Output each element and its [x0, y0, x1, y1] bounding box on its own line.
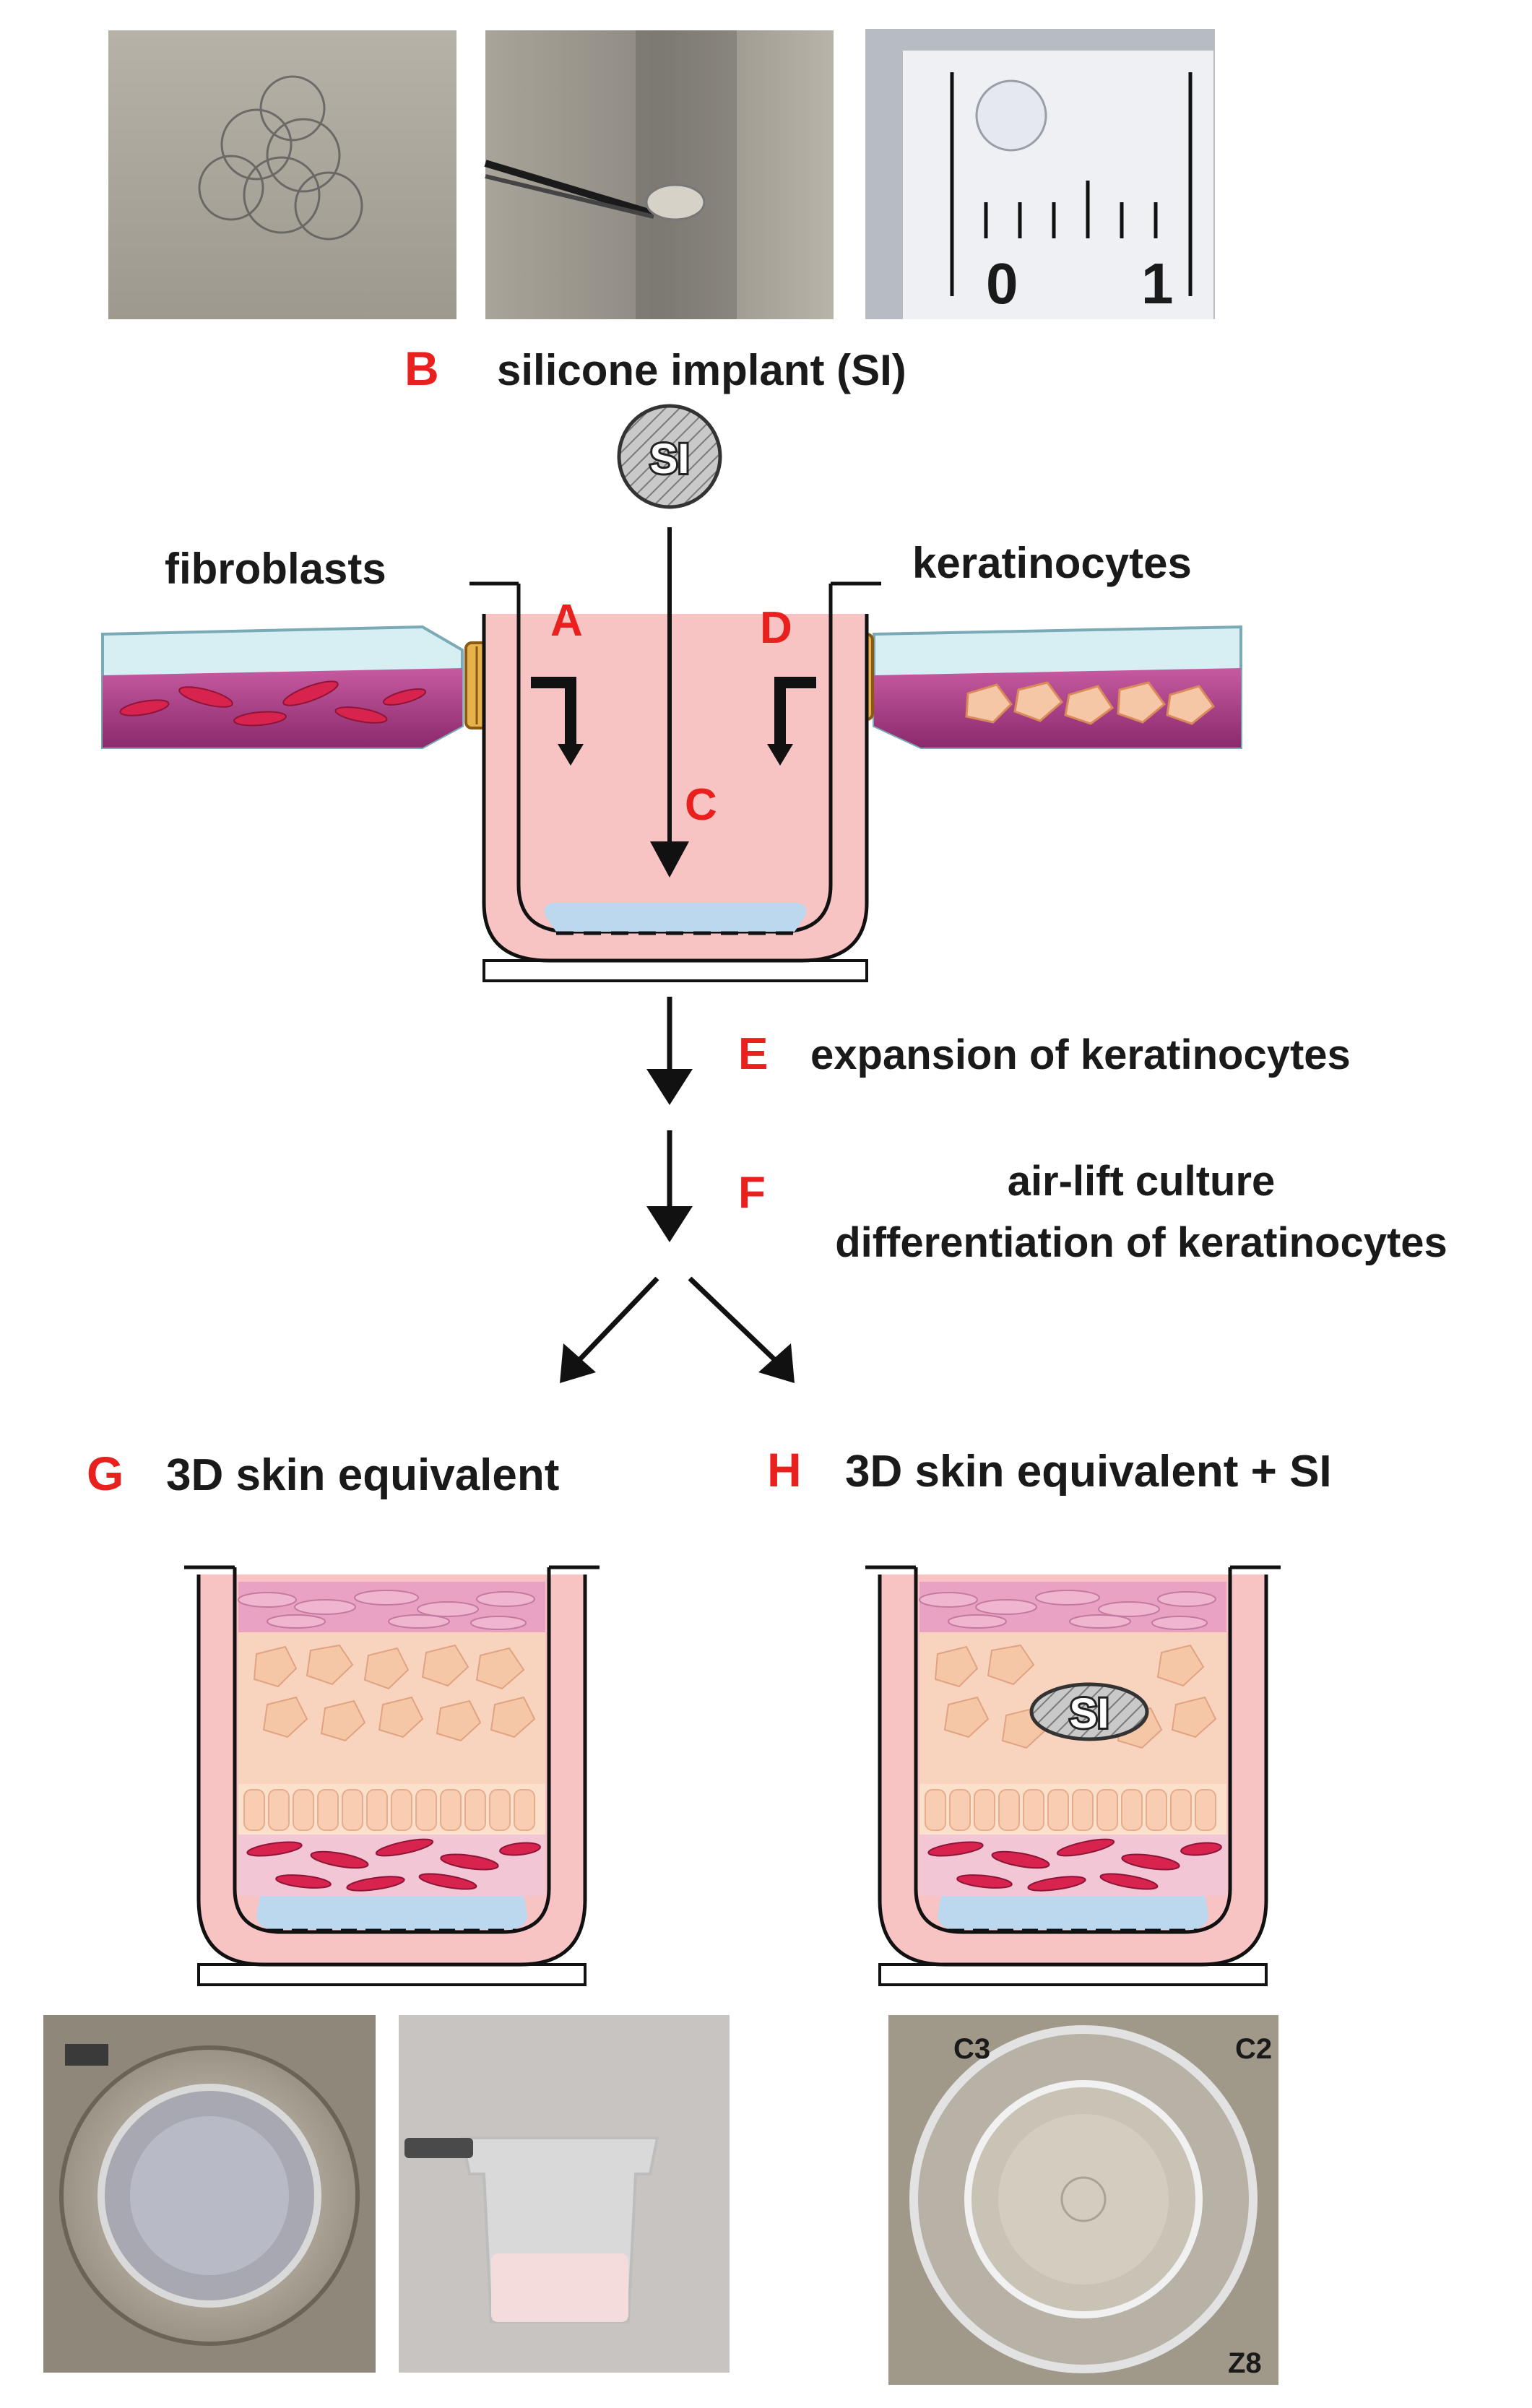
- si-label-top: SI: [650, 436, 690, 482]
- si-implant-top: SI: [617, 404, 722, 509]
- photo-implant-ruler: 0 1: [865, 29, 1215, 319]
- arrow-split-right: [688, 1276, 779, 1364]
- arrow-split-left: [576, 1276, 659, 1364]
- photo-implants-group: [108, 30, 456, 319]
- skin-equivalent-si-well: SI: [865, 1565, 1281, 1986]
- skin-equivalent-well: [184, 1565, 600, 1986]
- ruler-tick-1: 1: [1141, 251, 1174, 316]
- arrow-c-head: [650, 841, 689, 878]
- photo-well-top-view: [43, 2015, 376, 2373]
- panel-label-h: H: [767, 1443, 802, 1497]
- expansion-label: expansion of keratinocytes: [810, 1031, 1351, 1078]
- plate-mark-2: C2: [1235, 2033, 1272, 2065]
- panel-label-g: G: [87, 1447, 124, 1500]
- panel-label-e: E: [738, 1029, 768, 1079]
- photo-plate-with-si: C3 C2 Z8: [888, 2015, 1278, 2385]
- arrow-d-head: [767, 744, 793, 766]
- panel-label-f: F: [738, 1168, 766, 1218]
- ruler-tick-0: 0: [986, 251, 1018, 316]
- fibroblast-flask: [101, 625, 524, 749]
- panel-label-d: D: [760, 603, 792, 653]
- panel-label-c: C: [685, 780, 717, 830]
- skin-equivalent-label: 3D skin equivalent: [166, 1450, 559, 1500]
- airlift-label-line1: air-lift culture: [1008, 1158, 1276, 1205]
- photo-implant-forceps: [484, 30, 834, 319]
- silicone-implant-label: silicone implant (SI): [497, 346, 906, 394]
- fibroblasts-label: fibroblasts: [165, 545, 386, 593]
- keratinocyte-flask: [815, 625, 1242, 749]
- culture-insert-top: [469, 581, 881, 982]
- plate-mark-3: Z8: [1228, 2347, 1262, 2379]
- panel-label-b: B: [404, 342, 439, 395]
- arrow-a-head: [558, 744, 584, 766]
- photo-insert-side-view: [399, 2015, 730, 2373]
- skin-equivalent-si-label: 3D skin equivalent + SI: [845, 1447, 1332, 1497]
- keratinocytes-label: keratinocytes: [912, 539, 1192, 587]
- si-label-embedded: SI: [1070, 1690, 1109, 1737]
- panel-label-a: A: [550, 596, 583, 646]
- airlift-label-line2: differentiation of keratinocytes: [835, 1219, 1447, 1266]
- plate-mark-1: C3: [953, 2033, 990, 2065]
